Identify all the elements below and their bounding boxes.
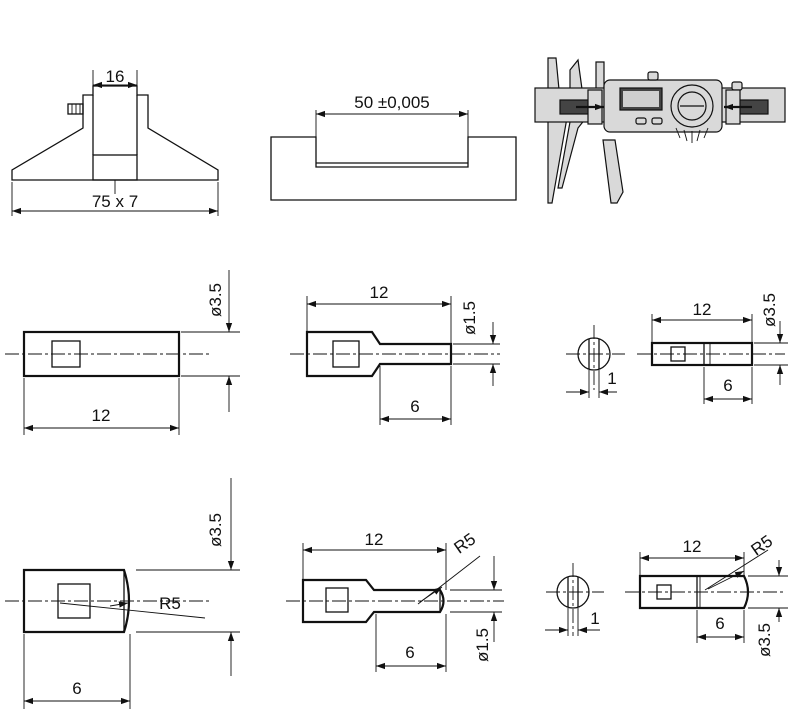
- groove-width-dim: 50 ±0,005: [354, 93, 430, 112]
- cylinder-diameter-dim: ø3.5: [206, 283, 225, 317]
- stepped-radius-total-dim: 12: [365, 530, 384, 549]
- cylinder-radius-diameter-dim: ø3.5: [206, 513, 225, 547]
- cylinder-radius-length-dim: 6: [72, 679, 81, 698]
- flat-pin-total-dim: 12: [693, 300, 712, 319]
- stepped-pin-diameter-dim: ø1.5: [460, 301, 479, 335]
- flat-radius-radius-dim: R5: [747, 531, 776, 559]
- depth-gauge-base-figure: 16 75 x 7: [11, 67, 219, 216]
- disc-thickness-dim: 1: [607, 369, 616, 388]
- flat-radius-diameter-dim: ø3.5: [755, 623, 774, 657]
- flat-pin-flat-length-dim: 6: [723, 376, 732, 395]
- cylinder-radius-dim: R5: [159, 594, 181, 613]
- depth-base-length-dim: 75 x 7: [92, 192, 138, 211]
- cylinder-length-dim: 12: [92, 406, 111, 425]
- stepped-radius-small-length-dim: 6: [405, 643, 414, 662]
- stepped-radius-pin-figure: 12 R5 6 ø1.5: [286, 529, 504, 672]
- stepped-pin-total-dim: 12: [370, 283, 389, 302]
- disc-figure-2: 1: [545, 563, 604, 636]
- flat-radius-flat-length-dim: 6: [715, 614, 724, 633]
- flat-radius-pin-figure: 12 R5 6 ø3.5: [625, 531, 788, 657]
- stepped-radius-radius-dim: R5: [450, 529, 479, 557]
- disc-2-thickness-dim: 1: [590, 609, 599, 628]
- cylinder-radius-insert-figure: R5 ø3.5 6: [5, 478, 240, 709]
- flat-pin-figure: 12 ø3.5 6: [637, 293, 788, 404]
- cylinder-insert-figure: ø3.5 12: [5, 270, 240, 435]
- stepped-pin-small-length-dim: 6: [410, 397, 419, 416]
- groove-block-figure: 50 ±0,005: [270, 93, 517, 201]
- caliper-illustration: [534, 57, 786, 204]
- stepped-pin-figure: 12 ø1.5 6: [290, 283, 500, 425]
- stepped-radius-diameter-dim: ø1.5: [473, 628, 492, 662]
- disc-figure: 1: [566, 325, 625, 398]
- flat-radius-total-dim: 12: [683, 537, 702, 556]
- flat-pin-diameter-dim: ø3.5: [760, 293, 779, 327]
- depth-base-width-dim: 16: [106, 67, 125, 86]
